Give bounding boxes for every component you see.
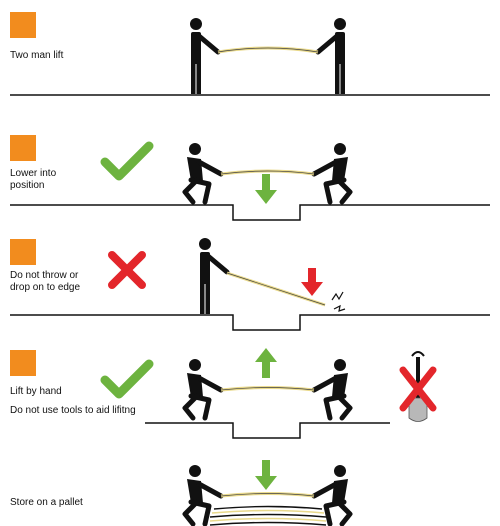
checkmark-icon [105, 364, 149, 394]
step-label: Lift by hand [10, 386, 62, 397]
cable-outline [226, 272, 326, 306]
cable-outline [220, 387, 315, 391]
arrow-down-icon [301, 268, 323, 296]
person-right [318, 18, 346, 94]
person-right [314, 143, 350, 202]
step-label: Two man lift [10, 50, 64, 61]
crossed-shovel-icon [399, 351, 437, 422]
step-label: Lower into position [10, 168, 57, 191]
step-two-man-lift: Two man lift [0, 0, 500, 100]
trench-ground [145, 422, 390, 439]
scene-lift-by-hand [105, 348, 437, 439]
person [199, 238, 227, 314]
cross-icon [112, 255, 142, 285]
pallet-stack [209, 505, 327, 526]
impact-mark [331, 291, 344, 301]
step-lift-by-hand: Lift by hand Do not use tools to aid lif… [0, 0, 500, 416]
person-right [314, 465, 350, 524]
orange-marker [10, 350, 36, 376]
step-lower-into-position: Lower into position [0, 0, 500, 191]
cable-outline [217, 47, 319, 53]
scene-store-on-pallet [185, 460, 350, 525]
scene-do-not-throw [10, 238, 490, 331]
trench-ground [10, 314, 490, 331]
step-do-not-throw: Do not throw or drop on to edge [0, 0, 500, 293]
person-left [185, 465, 221, 524]
scene-two-man-lift [10, 18, 490, 95]
step-label: Do not throw or drop on to edge [10, 270, 81, 293]
step-label: Store on a pallet [10, 497, 83, 508]
arrow-up-icon [255, 348, 277, 378]
arrow-down-icon [255, 460, 277, 490]
cable-outline [220, 170, 315, 175]
orange-marker [10, 239, 36, 265]
person-left [185, 143, 221, 202]
person-left [190, 18, 218, 94]
cable-outline [220, 493, 315, 497]
checkmark-icon [105, 146, 149, 176]
person-left [185, 359, 221, 418]
step-note: Do not use tools to aid lifitng [10, 405, 136, 416]
person-right [314, 359, 350, 418]
impact-mark [333, 304, 346, 312]
step-store-on-pallet: Store on a pallet [0, 0, 500, 508]
orange-marker [10, 135, 36, 161]
scene-lower-into-position [10, 143, 490, 221]
arrow-down-icon [255, 174, 277, 204]
trench-ground [10, 204, 490, 221]
orange-marker [10, 12, 36, 38]
